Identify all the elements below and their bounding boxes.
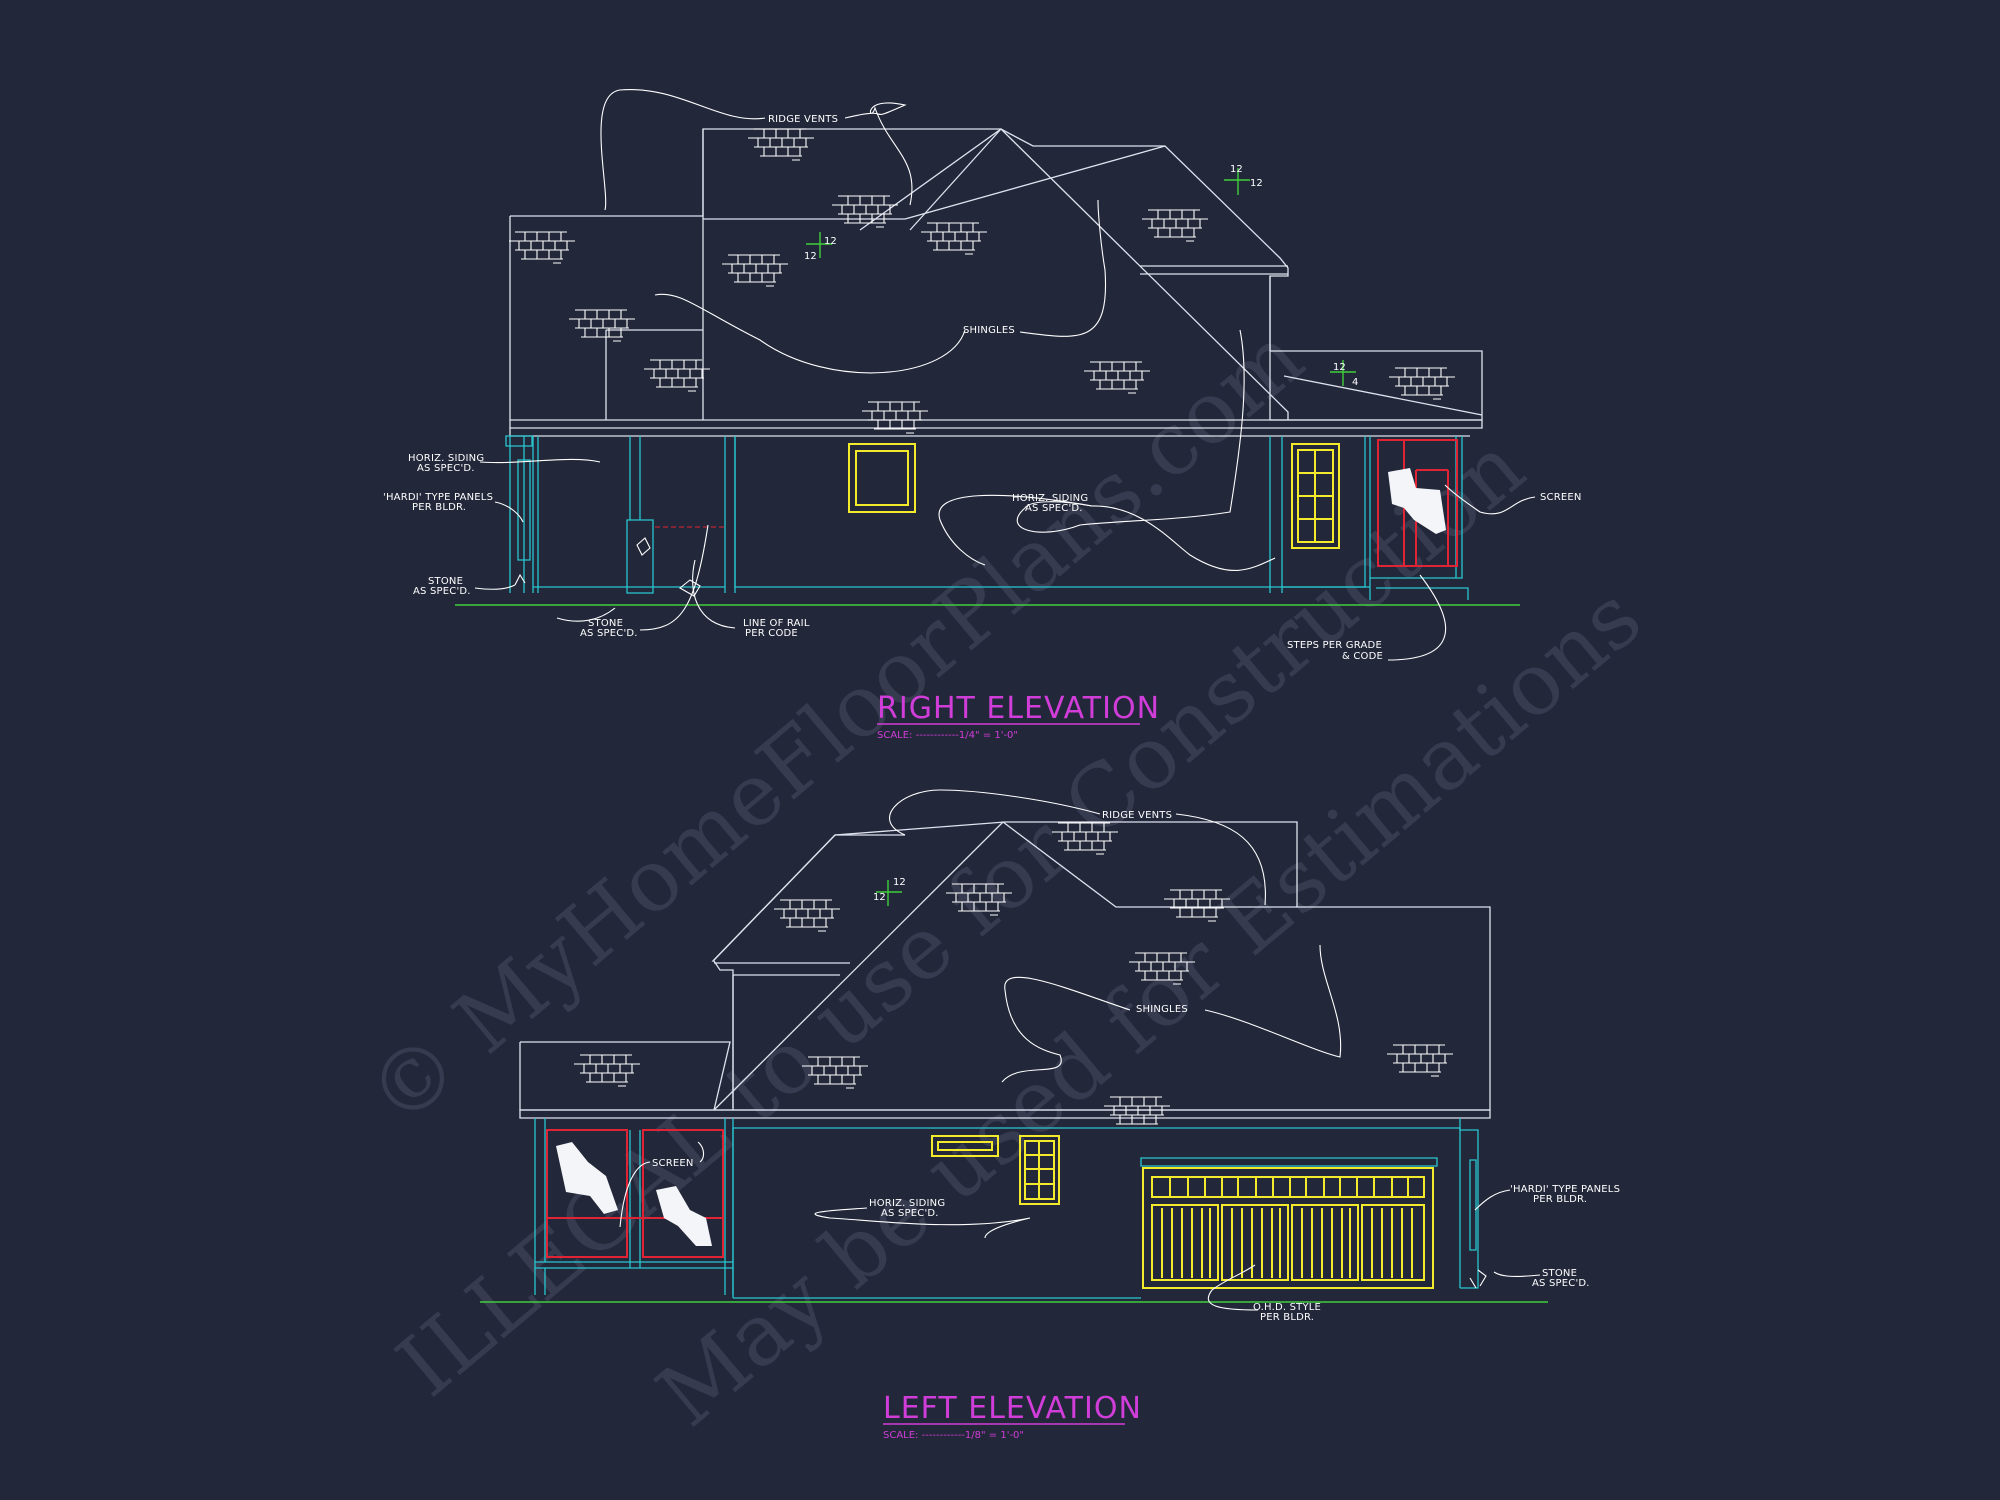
left-elevation-leaders: [619, 789, 1541, 1311]
right-elevation: 12 12 12 12 12 4 RIDGE VENTS SHINGLES HO…: [383, 89, 1582, 741]
left-elevation-title: LEFT ELEVATION: [883, 1391, 1142, 1426]
left-elevation-window-grid: [1019, 1135, 1060, 1205]
pitch-label: 12: [1250, 178, 1263, 189]
note-stone: AS SPEC'D.: [413, 586, 471, 597]
note-stone: STONE: [428, 576, 463, 587]
left-elevation-roof: [519, 821, 1491, 1119]
pitch-label: 12: [824, 236, 837, 247]
note-hardi-panels: PER BLDR.: [1533, 1194, 1587, 1205]
note-hardi-panels: 'HARDI' TYPE PANELS: [383, 492, 493, 503]
right-elevation-window-grid: [1291, 443, 1340, 549]
left-elevation-garage-door: [1142, 1167, 1434, 1289]
watermark: © MyHomeFloorPlans.com ILLEGAL to use fo…: [349, 307, 1660, 1446]
note-horiz-siding: AS SPEC'D.: [1025, 503, 1083, 514]
left-elevation-title-block: LEFT ELEVATION SCALE: ------------1/8" =…: [883, 1391, 1142, 1441]
note-steps: & CODE: [1342, 651, 1383, 662]
note-ohd-style: PER BLDR.: [1260, 1312, 1314, 1323]
right-elevation-notes: RIDGE VENTS SHINGLES HORIZ. SIDING AS SP…: [383, 114, 1582, 662]
pitch-label: 12: [893, 877, 906, 888]
note-horiz-siding: HORIZ. SIDING: [408, 453, 484, 464]
note-shingles: SHINGLES: [1136, 1004, 1188, 1015]
note-line-of-rail: PER CODE: [745, 628, 798, 639]
note-stone: AS SPEC'D.: [580, 628, 638, 639]
left-elevation-notes: RIDGE VENTS SHINGLES SCREEN HORIZ. SIDIN…: [652, 810, 1620, 1323]
note-horiz-siding: HORIZ. SIDING: [1012, 493, 1088, 504]
left-elevation-scale: SCALE: ------------1/8" = 1'-0": [883, 1430, 1024, 1441]
note-screen: SCREEN: [652, 1158, 694, 1169]
right-elevation-window-square: [848, 443, 916, 513]
note-hardi-panels: 'HARDI' TYPE PANELS: [1510, 1184, 1620, 1195]
left-elevation-window-transom: [931, 1135, 999, 1157]
pitch-label: 12: [1230, 164, 1243, 175]
right-elevation-title-block: RIGHT ELEVATION SCALE: ------------1/4" …: [877, 691, 1160, 741]
note-horiz-siding: AS SPEC'D.: [881, 1208, 939, 1219]
note-steps: STEPS PER GRADE: [1287, 640, 1382, 651]
note-horiz-siding: AS SPEC'D.: [417, 463, 475, 474]
note-ohd-style: O.H.D. STYLE: [1253, 1302, 1321, 1313]
note-horiz-siding: HORIZ. SIDING: [869, 1198, 945, 1209]
pitch-label: 4: [1352, 377, 1358, 388]
note-line-of-rail: LINE OF RAIL: [743, 618, 810, 629]
left-elevation-screen-porch: [546, 1129, 724, 1258]
right-elevation-scale: SCALE: ------------1/4" = 1'-0": [877, 730, 1018, 741]
pitch-label: 12: [873, 892, 886, 903]
note-stone: STONE: [588, 618, 623, 629]
left-elevation-stone: [1469, 1269, 1487, 1289]
left-elevation: 12 12 RIDGE VENTS SHINGLES SCREEN HORIZ.…: [480, 789, 1620, 1441]
note-ridge-vents: RIDGE VENTS: [768, 114, 838, 125]
pitch-label: 12: [1333, 362, 1346, 373]
right-elevation-screen-door: [1377, 439, 1458, 567]
right-elevation-roof: [509, 128, 1483, 437]
left-elevation-pitch-marks: 12 12: [873, 877, 906, 906]
note-hardi-panels: PER BLDR.: [412, 502, 466, 513]
right-elevation-stone: [514, 537, 701, 597]
pitch-label: 12: [804, 251, 817, 262]
right-elevation-pitch-marks: 12 12 12 12 12 4: [804, 164, 1358, 388]
note-stone: STONE: [1542, 1268, 1577, 1279]
right-elevation-leaders: [474, 89, 1536, 661]
note-shingles: SHINGLES: [963, 325, 1015, 336]
left-elevation-walls: [534, 1118, 1479, 1299]
note-ridge-vents: RIDGE VENTS: [1102, 810, 1172, 821]
right-elevation-title: RIGHT ELEVATION: [877, 691, 1160, 726]
note-screen: SCREEN: [1540, 492, 1582, 503]
note-stone: AS SPEC'D.: [1532, 1278, 1590, 1289]
